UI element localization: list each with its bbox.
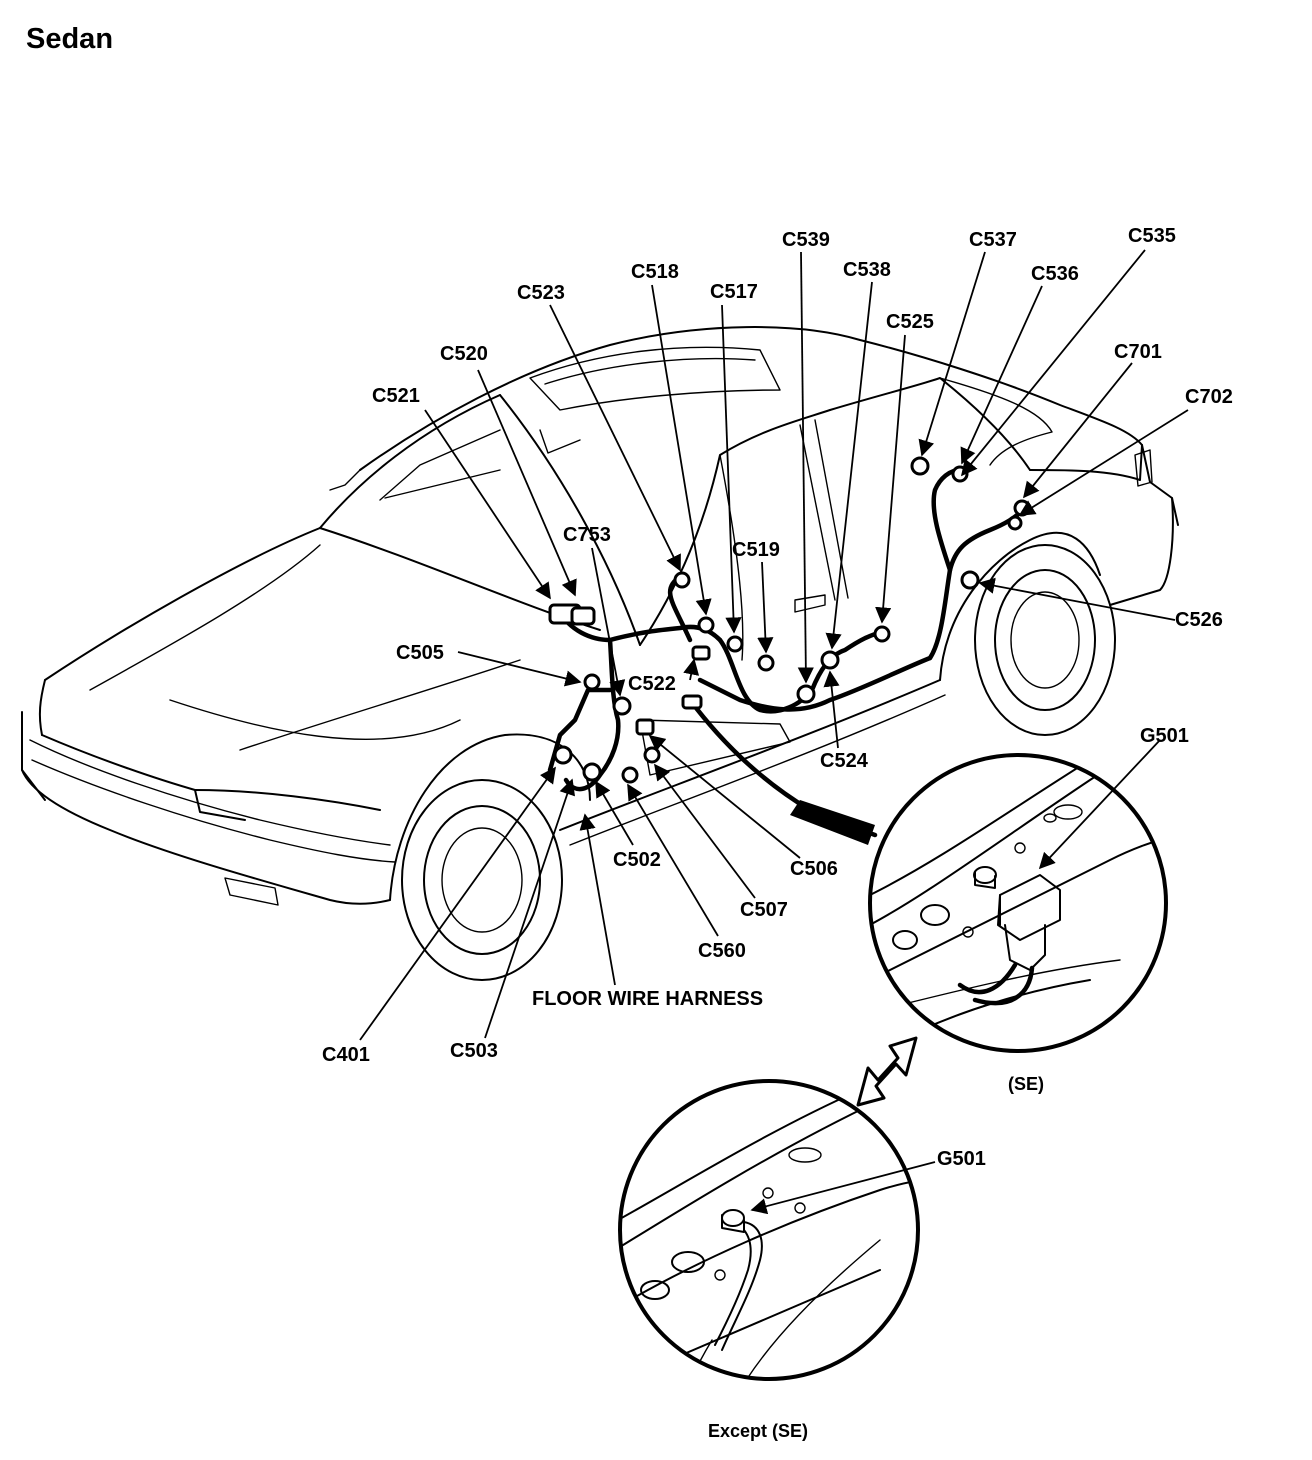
inset-se: G501 (SE) xyxy=(868,725,1189,1094)
label-c518: C518 xyxy=(631,261,679,283)
label-c702: C702 xyxy=(1185,386,1233,408)
floor-wire-harness xyxy=(547,467,1028,845)
label-c525: C525 xyxy=(886,311,934,333)
label-c701: C701 xyxy=(1114,341,1162,363)
label-c505: C505 xyxy=(396,642,444,664)
label-c537: C537 xyxy=(969,229,1017,251)
label-c560: C560 xyxy=(698,940,746,962)
label-c524: C524 xyxy=(820,750,869,772)
label-c502: C502 xyxy=(613,849,661,871)
page-title: Sedan xyxy=(26,23,113,55)
label-c522: C522 xyxy=(628,673,676,695)
label-c535: C535 xyxy=(1128,225,1176,247)
label-c526: C526 xyxy=(1175,609,1223,631)
leader-lines xyxy=(359,249,1189,1041)
inset-except-caption: Except (SE) xyxy=(708,1421,808,1441)
label-c521: C521 xyxy=(372,385,420,407)
label-c538: C538 xyxy=(843,259,891,281)
label-c401: C401 xyxy=(322,1044,370,1066)
connector-blobs xyxy=(548,456,1031,784)
label-c520: C520 xyxy=(440,343,488,365)
inset-se-caption: (SE) xyxy=(1008,1074,1044,1094)
label-c753: C753 xyxy=(563,524,611,546)
label-c503: C503 xyxy=(450,1040,498,1062)
inset-except-ground-label: G501 xyxy=(937,1148,986,1170)
label-c536: C536 xyxy=(1031,263,1079,285)
inset-se-ground-label: G501 xyxy=(1140,725,1189,747)
label-c517: C517 xyxy=(710,281,758,303)
label-c523: C523 xyxy=(517,282,565,304)
connector-labels: C539 C537 C535 C518 C538 C536 C523 C517 … xyxy=(322,225,1233,1066)
label-c506: C506 xyxy=(790,858,838,880)
harness-label: FLOOR WIRE HARNESS xyxy=(532,988,763,1010)
label-c519: C519 xyxy=(732,539,780,561)
label-c539: C539 xyxy=(782,229,830,251)
label-c507: C507 xyxy=(740,899,788,921)
car-body xyxy=(21,326,1179,981)
inset-except-se: G501 Except (SE) xyxy=(618,1079,986,1441)
double-arrow-icon xyxy=(856,1036,918,1107)
